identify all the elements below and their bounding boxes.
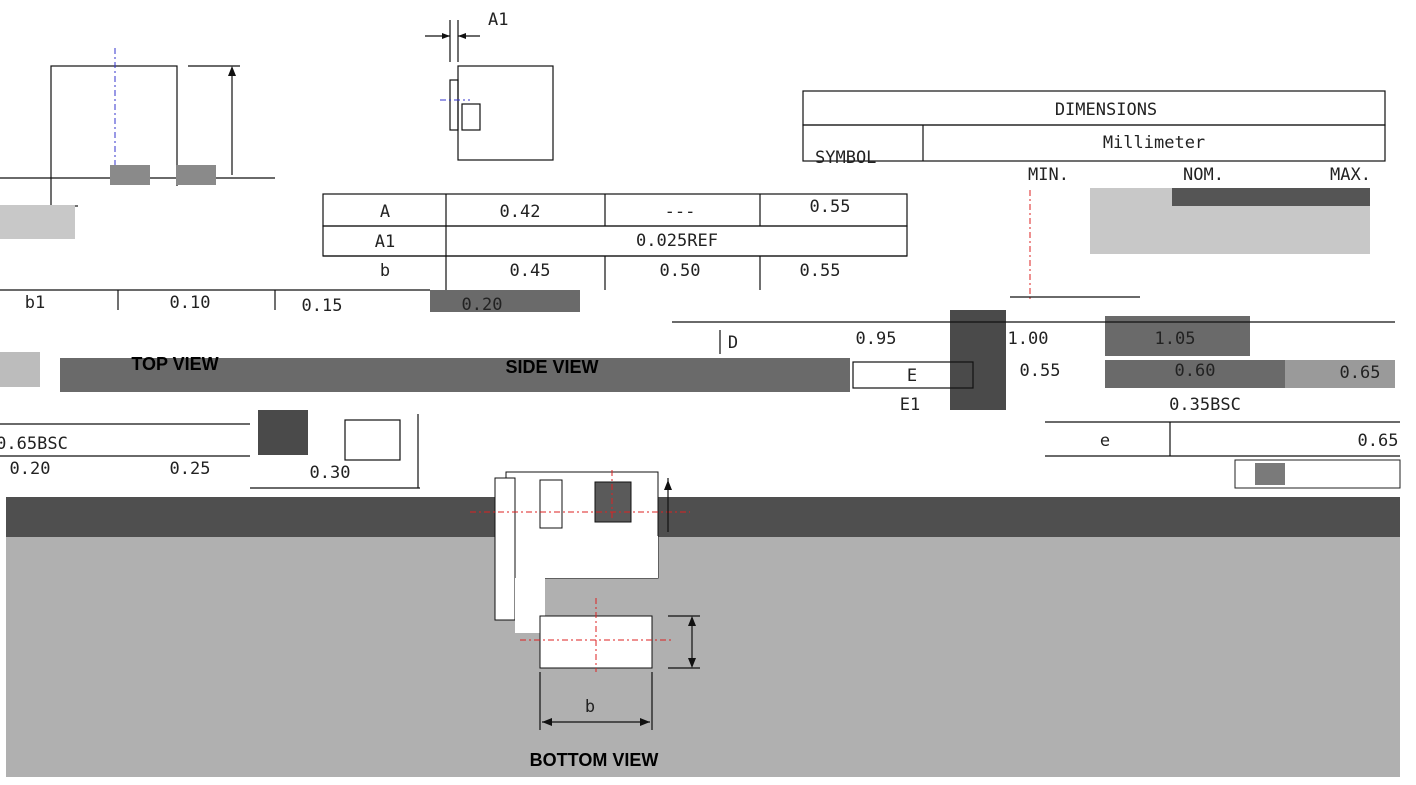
dimensions-table: DIMENSIONS Millimeter SYMBOL MIN. NOM. M… xyxy=(802,90,1386,185)
header-min: MIN. xyxy=(1028,165,1069,185)
row-d-max: 1.05 xyxy=(1155,329,1196,349)
row-e-nom: 0.60 xyxy=(1175,361,1216,381)
row-d-symbol: D xyxy=(728,333,738,353)
row-e-min: 0.55 xyxy=(1020,361,1061,381)
top-view-artifact xyxy=(0,205,75,239)
row-a1-value: 0.025REF xyxy=(636,231,718,251)
side-view: A1 xyxy=(425,10,554,161)
dimension-table-right: D 0.95 1.00 1.05 E 0.55 0.60 0.65 E1 0.3… xyxy=(672,188,1400,457)
rendering-artifact-bands xyxy=(6,459,1401,777)
left-band-artifact xyxy=(60,358,850,392)
dimension-table-middle: A 0.42 --- 0.55 A1 0.025REF b 0.45 0.50 … xyxy=(78,186,1088,290)
row-e1-value: 0.35BSC xyxy=(1169,395,1241,415)
row-e-pitch-symbol: e xyxy=(1100,431,1110,451)
row-b1-min: 0.10 xyxy=(170,293,211,313)
table-title: DIMENSIONS xyxy=(1055,100,1157,120)
row-d-nom: 1.00 xyxy=(1008,329,1049,349)
row-l-min: 0.20 xyxy=(10,459,51,479)
row-a-symbol: A xyxy=(380,202,390,222)
dimension-table-left: b1 0.10 0.15 0.20 0.65BSC 0.20 0.25 0.30 xyxy=(0,289,850,489)
table-unit-row xyxy=(802,124,1386,162)
row-l-max: 0.30 xyxy=(310,463,351,483)
row-b-symbol: b xyxy=(380,261,390,281)
bottom-view-label: BOTTOM VIEW xyxy=(530,750,659,770)
header-symbol: SYMBOL xyxy=(815,148,876,168)
dim-a1-label: A1 xyxy=(488,10,508,30)
row-b1-nom: 0.15 xyxy=(302,296,343,316)
top-view-label: TOP VIEW xyxy=(131,354,218,374)
header-nom: NOM. xyxy=(1183,165,1224,185)
row-d-min: 0.95 xyxy=(856,329,897,349)
row-b-min: 0.45 xyxy=(510,261,551,281)
row-a-nom: --- xyxy=(665,202,696,222)
row-b-max: 0.55 xyxy=(800,261,841,281)
top-view xyxy=(0,48,275,239)
row-b-nom: 0.50 xyxy=(660,261,701,281)
side-view-label: SIDE VIEW xyxy=(505,357,598,377)
row-b1-symbol: b1 xyxy=(25,293,45,313)
row-e-max: 0.65 xyxy=(1340,363,1381,383)
row-a-min: 0.42 xyxy=(500,202,541,222)
row-l-nom: 0.25 xyxy=(170,459,211,479)
row-a-max: 0.55 xyxy=(810,197,851,217)
middle-table-bg xyxy=(78,186,1088,270)
bottom-view: b xyxy=(470,470,700,730)
header-max: MAX. xyxy=(1330,165,1371,185)
row-bsc-value: 0.65BSC xyxy=(0,434,68,454)
row-e-symbol: E xyxy=(907,366,917,386)
side-view-body xyxy=(457,65,554,161)
row-e-pitch-max: 0.65 xyxy=(1358,431,1399,451)
table-unit: Millimeter xyxy=(1103,133,1205,153)
row-b1-max: 0.20 xyxy=(462,295,503,315)
row-a1-symbol: A1 xyxy=(375,232,395,252)
dim-b-label: b xyxy=(585,697,595,717)
row-e1-symbol: E1 xyxy=(900,395,920,415)
